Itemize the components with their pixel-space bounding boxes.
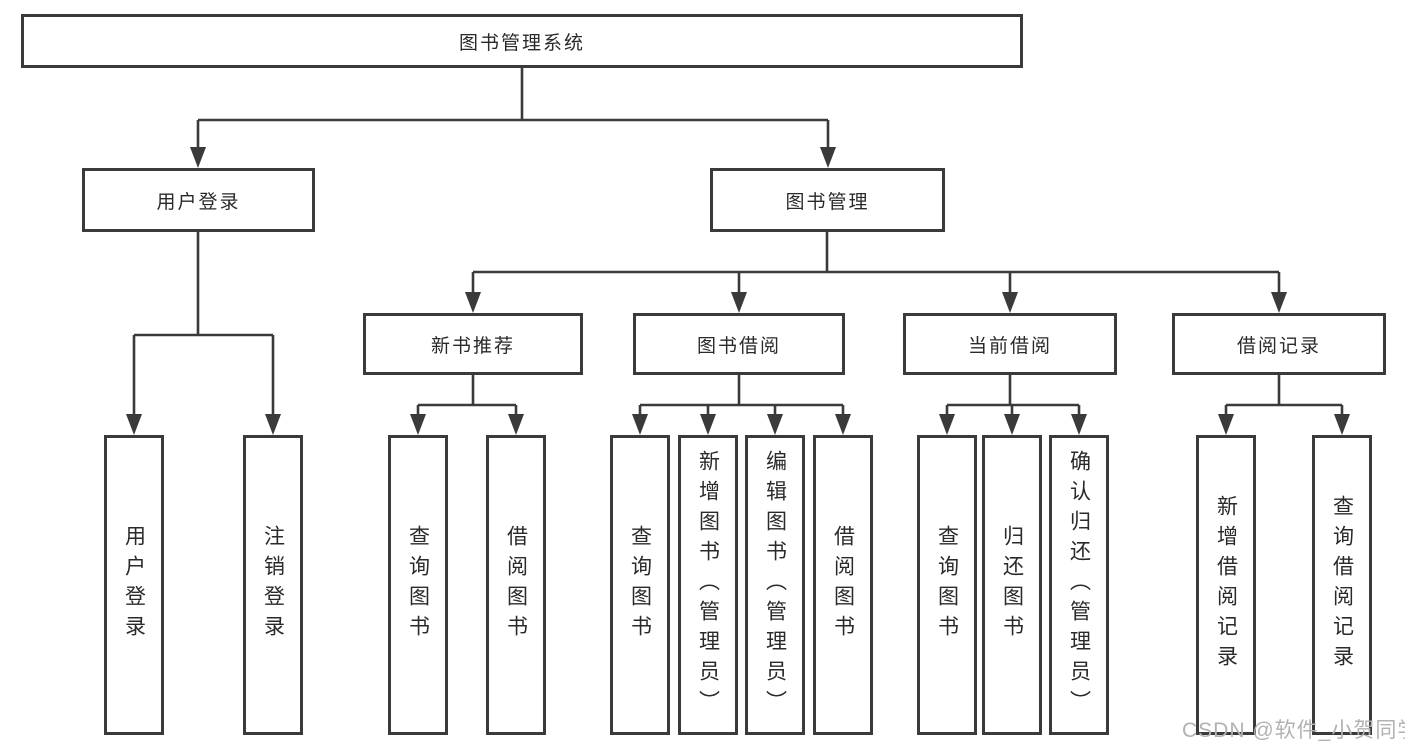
leaf-add-borrow-record: 新增借阅记录 — [1196, 435, 1256, 735]
leaf-confirm-return-admin: 确认归还（管理员） — [1049, 435, 1109, 735]
leaf-query-books-borrow: 查询图书 — [610, 435, 670, 735]
csdn-watermark: CSDN @软件_小贺同学 — [1182, 719, 1405, 742]
leaf-query-books-current: 查询图书 — [917, 435, 977, 735]
node-borrow-records: 借阅记录 — [1172, 313, 1386, 375]
node-user-login: 用户登录 — [82, 168, 315, 232]
leaf-borrow-books: 借阅图书 — [813, 435, 873, 735]
leaf-user-login: 用户登录 — [104, 435, 164, 735]
leaf-add-books-admin: 新增图书（管理员） — [678, 435, 738, 735]
leaf-query-borrow-record: 查询借阅记录 — [1312, 435, 1372, 735]
node-book-borrow: 图书借阅 — [633, 313, 845, 375]
node-book-management: 图书管理 — [710, 168, 945, 232]
node-current-borrow: 当前借阅 — [903, 313, 1117, 375]
leaf-borrow-books-recommend: 借阅图书 — [486, 435, 546, 735]
leaf-edit-books-admin: 编辑图书（管理员） — [745, 435, 805, 735]
leaf-return-books: 归还图书 — [982, 435, 1042, 735]
node-new-book-recommend: 新书推荐 — [363, 313, 583, 375]
leaf-logout: 注销登录 — [243, 435, 303, 735]
leaf-query-books-recommend: 查询图书 — [388, 435, 448, 735]
node-library-management-system: 图书管理系统 — [21, 14, 1023, 68]
